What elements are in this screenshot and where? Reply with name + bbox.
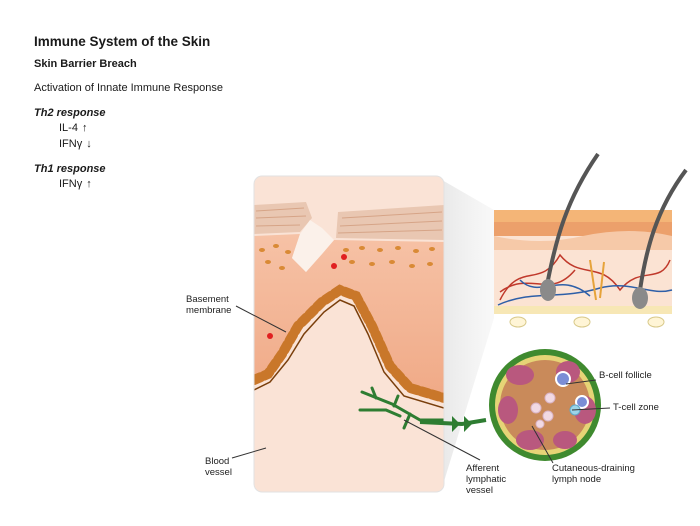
th1-ifng-item: IFNγ↑ — [59, 178, 92, 190]
activation-text: Activation of Innate Immune Response — [34, 82, 223, 94]
red-cell — [341, 254, 347, 260]
lymph-node — [489, 349, 601, 461]
cytokine-name: IFNγ — [59, 138, 83, 150]
th2-response-heading: Th2 response — [34, 107, 106, 119]
epidermis — [254, 234, 444, 402]
label-t-cell-zone: T-cell zone — [613, 402, 659, 413]
cytokine-name: IL-4 — [59, 122, 78, 134]
valve-icon — [452, 416, 460, 432]
skin-block — [494, 210, 673, 328]
red-cell — [267, 333, 273, 339]
valve-icon — [464, 416, 472, 432]
granular-cells — [259, 244, 435, 270]
hair-bulb — [632, 287, 648, 309]
label-cutaneous-lymph-node: Cutaneous-draining lymph node — [552, 463, 635, 485]
label-blood-vessel: Blood vessel — [205, 456, 232, 478]
skin-detail-panel — [254, 176, 444, 492]
label-afferent-lymphatic-vessel: Afferent lymphatic vessel — [466, 463, 507, 496]
hair-shaft — [638, 168, 688, 291]
barrier-breach — [292, 220, 334, 272]
page-subtitle: Skin Barrier Breach — [34, 58, 137, 70]
zoom-connector — [442, 180, 494, 488]
label-basement-membrane: Basement membrane — [186, 294, 232, 316]
th2-ifng-item: IFNγ↓ — [59, 138, 92, 150]
hair-shaft — [546, 152, 600, 281]
dermal-lymphatics — [358, 386, 444, 430]
basal-cell-layer — [254, 284, 444, 403]
b-cell-follicle — [555, 371, 571, 387]
afferent-lymphatic-vessel — [419, 418, 487, 427]
up-arrow-icon: ↑ — [86, 178, 92, 190]
cytokine-name: IFNγ — [59, 178, 83, 190]
label-b-cell-follicle: B-cell follicle — [599, 370, 652, 381]
b-cell-follicle — [575, 395, 589, 409]
page-title: Immune System of the Skin — [34, 34, 211, 49]
red-cell — [331, 263, 337, 269]
basement-membrane — [254, 299, 444, 409]
th1-response-heading: Th1 response — [34, 163, 106, 175]
up-arrow-icon: ↑ — [81, 122, 88, 134]
th2-il4-item: IL-4↑ — [59, 122, 87, 134]
leader-lines — [231, 305, 611, 464]
hair-bulb — [540, 279, 556, 301]
down-arrow-icon: ↓ — [86, 138, 92, 150]
panel-border — [253, 175, 445, 493]
